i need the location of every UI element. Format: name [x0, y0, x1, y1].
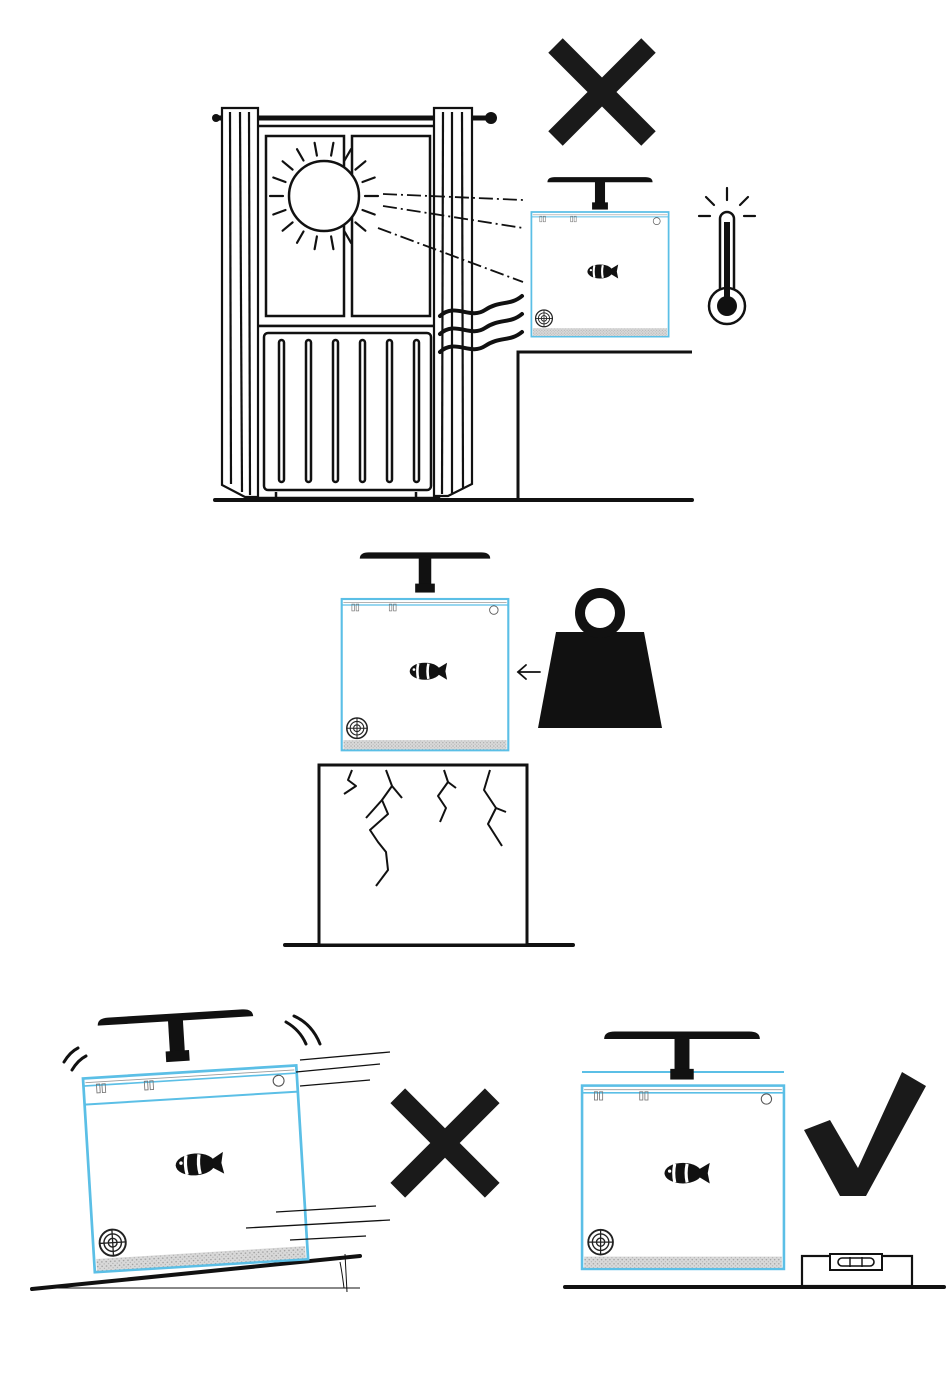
aquarium-icon: [342, 599, 509, 750]
cracked-cabinet-icon: [319, 765, 527, 945]
spirit-level-icon: [802, 1254, 912, 1286]
check-icon: [804, 1072, 926, 1196]
lamp-icon: [360, 552, 490, 592]
panel-level-surface: [565, 1032, 944, 1287]
radiator-icon: [256, 326, 439, 498]
panel-sloped-surface: [32, 1006, 500, 1292]
panel-weak-support: [285, 552, 662, 945]
lamp-icon: [547, 177, 652, 209]
cross-icon: [390, 1088, 499, 1197]
thermometer-icon: [699, 188, 755, 324]
weight-icon: [538, 588, 662, 728]
curtain-left: [222, 108, 258, 497]
panel-heat-sources: [212, 38, 755, 500]
tilted-aquarium-group: [79, 1006, 308, 1272]
aquarium-icon: [582, 1086, 784, 1269]
table-icon: [518, 352, 692, 500]
cross-icon: [548, 38, 655, 145]
arrow-left-icon: [518, 665, 540, 679]
curtain-right: [434, 108, 472, 496]
lamp-icon: [97, 1009, 255, 1066]
aquarium-icon: [531, 212, 668, 337]
tilted-aquarium-icon: [83, 1065, 308, 1272]
